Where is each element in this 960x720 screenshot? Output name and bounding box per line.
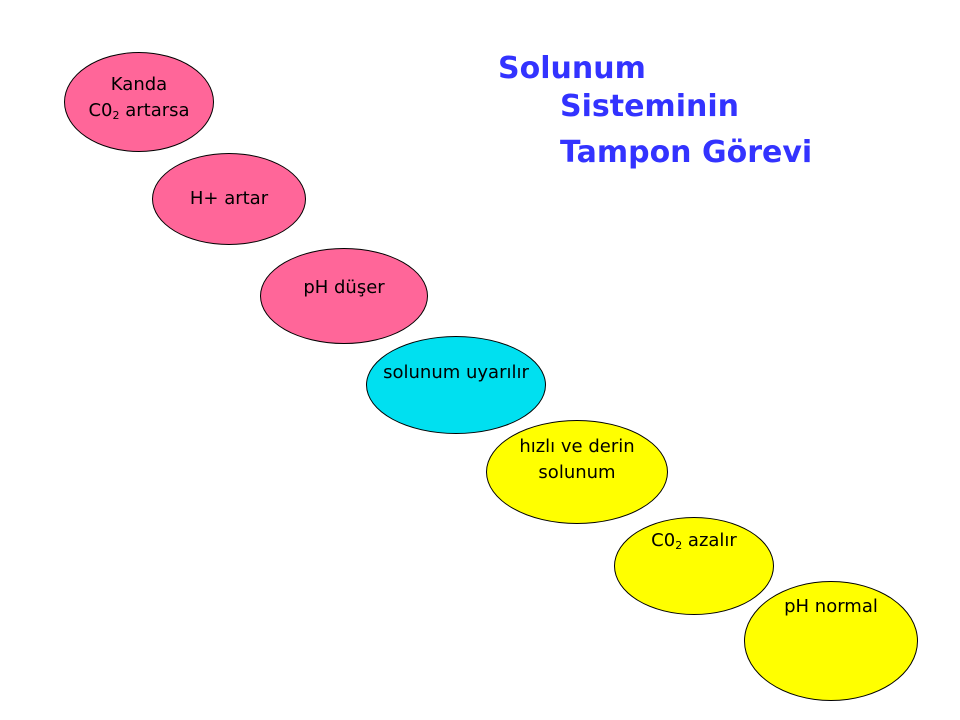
step-5-line-2: solunum: [538, 462, 616, 483]
step-6-suffix: azalır: [682, 530, 737, 551]
step-6-label: C02 azalır: [614, 528, 774, 559]
step-2-label: H+ artar: [189, 188, 269, 209]
step-5-ellipse: [486, 420, 668, 524]
step-1-co2-prefix: C0: [88, 100, 113, 121]
step-4-ellipse: [366, 336, 546, 434]
step-1-suffix: artarsa: [119, 100, 190, 121]
step-5-line-1: hızlı ve derin: [519, 436, 635, 457]
step-3-label: pH düşer: [303, 277, 385, 298]
step-4-label: solunum uyarılır: [383, 362, 529, 383]
step-1-line-2: C02 artarsa: [64, 98, 214, 129]
step-7-label: pH normal: [784, 596, 878, 617]
step-2-ellipse: [152, 153, 306, 245]
title-line-3: Tampon Görevi: [560, 135, 813, 170]
step-6-co2-prefix: C0: [651, 530, 676, 551]
step-7-ellipse: [744, 581, 918, 701]
step-6-co2-subscript: 2: [675, 539, 683, 552]
step-5-label: hızlı ve derin solunum: [486, 434, 668, 486]
title-line-2: Sisteminin: [560, 89, 739, 124]
step-1-line-1: Kanda: [110, 74, 168, 95]
title-line-1: Solunum: [498, 51, 646, 86]
step-1-ellipse: [64, 52, 214, 152]
step-1-co2-subscript: 2: [112, 109, 120, 122]
step-1-label: Kanda C02 artarsa: [64, 72, 214, 129]
step-6-ellipse: [614, 517, 774, 615]
step-3-ellipse: [260, 248, 428, 344]
